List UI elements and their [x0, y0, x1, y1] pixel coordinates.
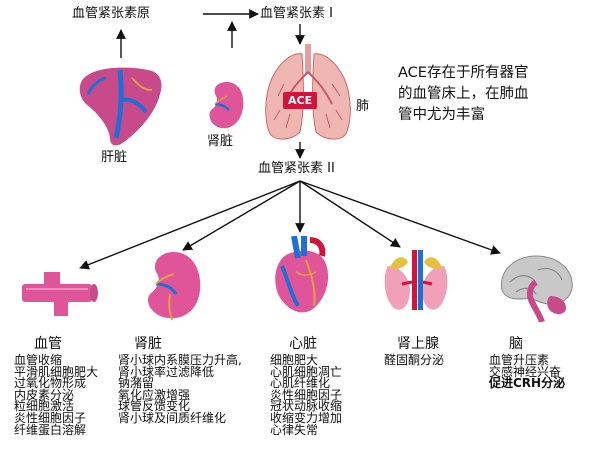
list-item: 交感神经兴奋: [489, 364, 562, 379]
vessel-effects-list: 血管收缩 平滑肌细胞肥大 过氧化物形成 内皮素分泌 粒细胞激活 炎性细胞因子 纤…: [14, 353, 99, 437]
liver-illustration: [79, 67, 162, 146]
note-line: 的血管床上，在肺血: [398, 86, 529, 102]
list-item: 肾小球及间质纤维化: [118, 410, 227, 425]
angiotensinogen-label: 血管紧张素原: [72, 6, 151, 21]
list-item: 冠状动脉收缩: [270, 399, 343, 414]
list-item: 血管收缩: [14, 353, 63, 367]
arrow-ang2-to-brain: [299, 180, 501, 255]
kidney-illustration: [148, 252, 201, 321]
heart-title: 心脏: [289, 336, 317, 352]
list-item: 血管升压素: [489, 353, 550, 367]
list-item: 氧化应激增强: [118, 387, 191, 402]
brain-effects-list: 血管升压素 交感神经兴奋 促进CRH分泌: [489, 353, 566, 391]
angiotensin2-label: 血管紧张素 II: [258, 161, 335, 176]
list-item: 球管反馈变化: [118, 399, 191, 414]
adrenal-effects-list: 醛固酮分泌: [384, 353, 445, 367]
list-item: 平滑肌细胞肥大: [14, 364, 99, 379]
list-item: 内皮素分泌: [14, 387, 75, 402]
list-item: 炎性细胞因子: [270, 387, 343, 402]
kidney-illustration-top: [209, 82, 244, 129]
list-item: 收缩变力增加: [270, 410, 343, 425]
list-item: 肾小球内系膜压力升高,: [118, 353, 242, 367]
arrow-ang2-to-kidney: [182, 180, 301, 251]
angiotensin1-label: 血管紧张素 I: [260, 6, 333, 21]
adrenal-title: 肾上腺: [397, 336, 439, 352]
liver-label: 肝脏: [101, 150, 128, 165]
blood-vessel-illustration: [22, 272, 98, 316]
ace-distribution-note: ACE存在于所有器官 的血管床上，在肺血 管中尤为丰富: [398, 63, 529, 126]
list-item: 钠潴留: [118, 376, 155, 391]
heart-effects-list: 细胞肥大 心肌细胞凋亡 心肌纤维化 炎性细胞因子 冠状动脉收缩 收缩变力增加 心…: [270, 353, 343, 437]
list-item: 心肌细胞凋亡: [270, 364, 343, 379]
kidney-label-top: 肾脏: [207, 134, 234, 149]
note-line: ACE存在于所有器官: [398, 65, 529, 81]
list-item: 促进CRH分泌: [489, 376, 566, 391]
list-item: 肾小球率过滤降低: [118, 364, 215, 379]
note-line: 管中尤为丰富: [398, 107, 485, 123]
list-item: 细胞肥大: [270, 353, 319, 367]
brain-illustration: [500, 255, 573, 322]
list-item: 炎性细胞因子: [14, 410, 87, 425]
heart-illustration: [275, 236, 329, 313]
vessel-title: 血管: [34, 336, 62, 352]
adrenal-gland-illustration: [384, 250, 448, 310]
list-item: 心律失常: [270, 422, 319, 437]
kidney-title: 肾脏: [134, 336, 162, 352]
brain-title: 脑: [509, 336, 523, 352]
kidney-effects-list: 肾小球内系膜压力升高, 肾小球率过滤降低 钠潴留 氧化应激增强 球管反馈变化 肾…: [118, 353, 242, 425]
arrow-ang2-to-adrenal: [299, 180, 401, 248]
ace-label: ACE: [283, 92, 318, 109]
lung-label: 肺: [356, 99, 370, 114]
list-item: 心肌纤维化: [270, 376, 331, 391]
list-item: 纤维蛋白溶解: [14, 422, 87, 437]
list-item: 过氧化物形成: [14, 376, 87, 391]
arrow-ang2-to-vessel: [79, 180, 301, 270]
list-item: 醛固酮分泌: [384, 353, 445, 367]
list-item: 粒细胞激活: [14, 399, 75, 414]
